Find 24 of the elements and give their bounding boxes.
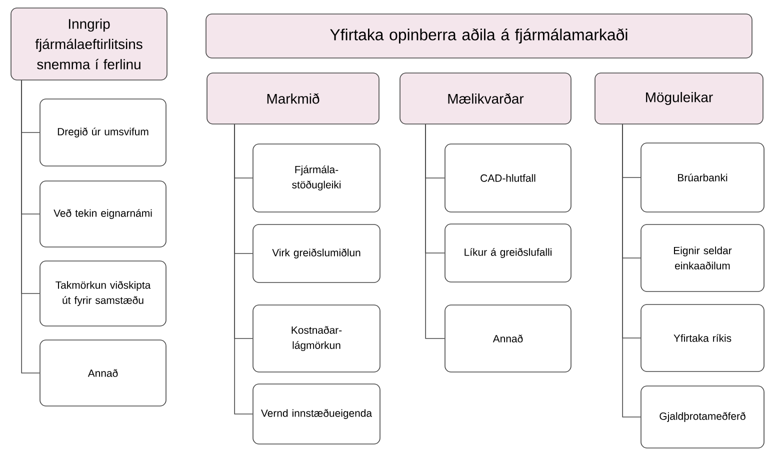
item-box: Takmörkun viðskipta út fyrir samstæðu <box>40 260 166 326</box>
item-box: Kostnaðar-lágmörkun <box>252 304 380 372</box>
item-box: CAD-hlutfall <box>444 144 572 212</box>
heading-box: Inngrip fjármálaeftirlitsins snemma í ferlinu <box>10 8 168 80</box>
connector-line <box>425 124 445 339</box>
title-box: Yfirtaka opinberra aðila á fjármálamarkaði <box>206 14 752 58</box>
heading-box: Mælikvarðar <box>400 72 572 124</box>
item-box: Veð tekin eignarnámi <box>40 180 166 248</box>
item-box: Fjármála-stöðugleiki <box>252 144 380 212</box>
item-box: Virk greiðslumiðlun <box>252 224 380 283</box>
item-box: Annað <box>444 304 572 372</box>
item-box: Vernd innstæðueigenda <box>252 384 380 444</box>
connector-line <box>622 124 641 418</box>
item-box: Líkur á greiðslufalli <box>444 224 572 282</box>
heading-box: Möguleikar <box>594 72 764 124</box>
heading-box: Markmið <box>206 72 380 124</box>
item-box: Annað <box>40 340 166 406</box>
item-box: Yfirtaka ríkis <box>640 304 764 372</box>
item-box: Dregið úr umsvifum <box>40 98 166 166</box>
connector-line <box>21 80 40 374</box>
item-box: Eignir seldar einkaaðilum <box>640 224 764 292</box>
connector-line <box>234 124 254 414</box>
item-box: Gjaldþrotameðferð <box>640 386 764 448</box>
item-box: Brúarbanki <box>640 142 764 212</box>
